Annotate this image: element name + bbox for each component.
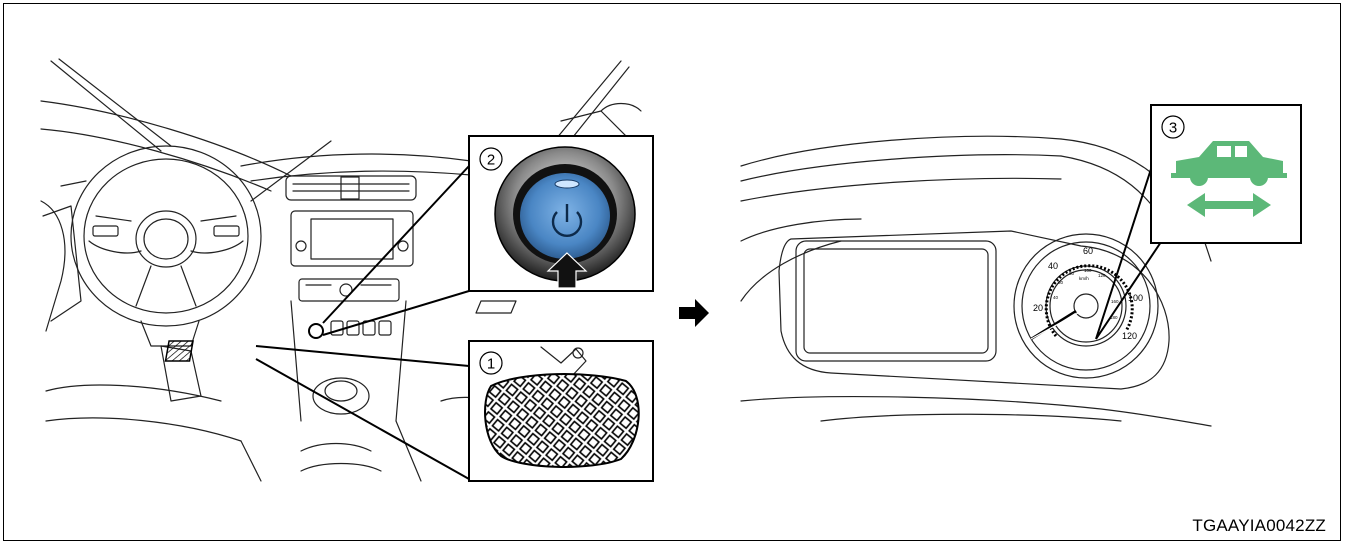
illustration: 2 1 <box>40 58 1302 482</box>
speed-unit: km/h <box>1079 276 1089 281</box>
inner-tick: 180 <box>1110 315 1118 320</box>
leader-power-switch <box>322 165 470 336</box>
callout-number-badge <box>1161 115 1185 139</box>
inner-tick: 40 <box>1053 295 1059 300</box>
cluster-display <box>795 240 997 362</box>
figure-code: TGAAYIA0042ZZ <box>1192 516 1326 535</box>
power-switch-location <box>308 323 324 339</box>
speedometer: 20 40 60 100 120 40 60 80 100 120 160 18… <box>1013 233 1159 379</box>
up-arrow-icon <box>546 252 588 289</box>
speed-tick: 40 <box>1048 261 1058 271</box>
interior-scene <box>40 58 642 482</box>
callout-number: 3 <box>1169 120 1177 137</box>
callout-power-switch: 2 <box>468 135 654 292</box>
speed-tick: 60 <box>1083 246 1093 256</box>
right-arrow-icon <box>679 299 709 327</box>
leader-brake-pedal <box>255 345 470 480</box>
brake-pedal <box>484 373 640 468</box>
callout-brake-pedal: 1 <box>468 340 654 482</box>
callout-ready-indicator: 3 <box>1150 104 1302 244</box>
callout-number-badge <box>479 351 503 375</box>
inner-tick: 160 <box>1111 299 1119 304</box>
speed-tick: 120 <box>1122 331 1137 341</box>
inner-tick: 120 <box>1098 273 1106 278</box>
speed-tick: 100 <box>1128 293 1143 303</box>
brake-pedal-location <box>164 340 194 362</box>
inner-tick: 80 <box>1069 271 1075 276</box>
callout-number-badge <box>479 147 503 171</box>
callout-number: 1 <box>487 356 495 373</box>
instrument-cluster-scene: 20 40 60 100 120 40 60 80 100 120 160 18… <box>740 135 1212 427</box>
speed-tick: 20 <box>1033 303 1043 313</box>
car-icon <box>1171 141 1287 186</box>
inner-tick: 100 <box>1084 268 1092 273</box>
callout-number: 2 <box>487 152 495 169</box>
illustration-frame: 2 1 <box>3 3 1341 541</box>
double-arrow-icon <box>1187 193 1271 217</box>
cluster-housing <box>778 230 1170 390</box>
inner-tick: 60 <box>1058 280 1064 285</box>
steering-wheel <box>70 145 262 327</box>
power-icon <box>551 204 583 237</box>
leader-ready-indicator <box>1095 168 1164 340</box>
